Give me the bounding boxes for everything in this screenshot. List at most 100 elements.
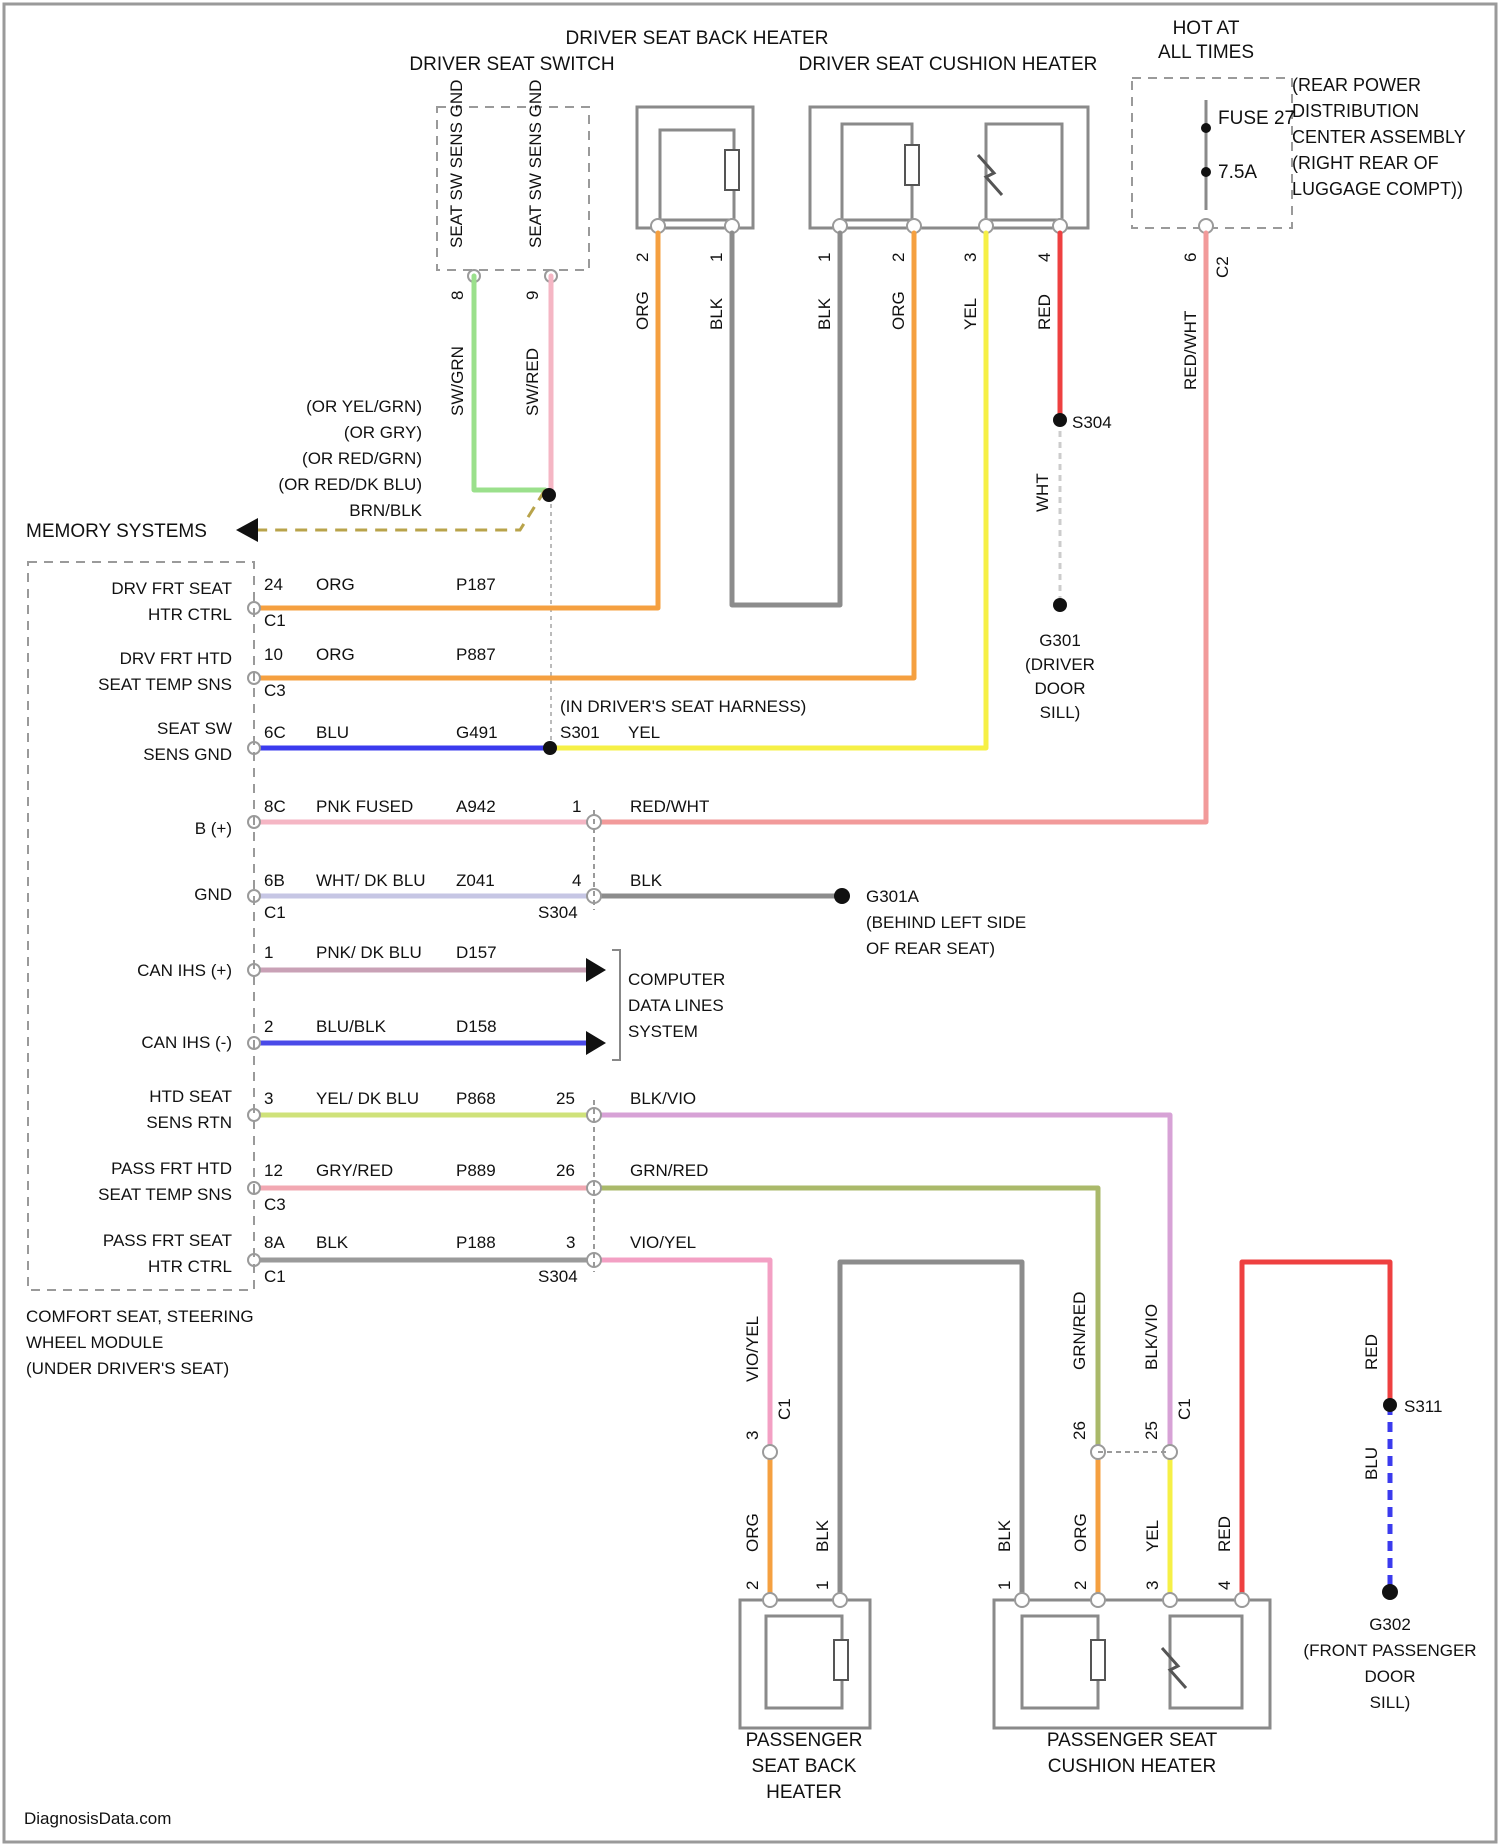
- memory-wire-labels: (OR YEL/GRN) (OR GRY) (OR RED/GRN) (OR R…: [278, 397, 422, 520]
- diagram-label: ORG: [316, 645, 355, 664]
- computer-data-lines-label: COMPUTER DATA LINES SYSTEM: [628, 970, 725, 1041]
- fuse-label: FUSE 27: [1218, 108, 1295, 129]
- diagram-label: (OR RED/DK BLU): [278, 475, 422, 494]
- diagram-label: 1: [813, 1581, 832, 1590]
- wire-drv-cush-yel: [552, 233, 986, 748]
- top-wire-labels: SW/GRN 8 SW/RED 9 ORG 2 BLK 1 BLK 1 ORG …: [448, 253, 1200, 416]
- row-connectors: [248, 602, 1177, 1459]
- hot-at-all-times-line2: ALL TIMES: [1158, 42, 1254, 63]
- hot-at-all-times-line1: HOT AT: [1173, 18, 1240, 39]
- diagram-label: G491: [456, 723, 498, 742]
- diagram-label: P887: [456, 645, 496, 664]
- diagram-label: SEAT BACK: [752, 1756, 857, 1777]
- diagram-label: SYSTEM: [628, 1022, 698, 1041]
- diagram-label: GRN/RED: [630, 1161, 708, 1180]
- g301-wire-label: WHT: [1033, 473, 1052, 512]
- diagram-label: 25: [1142, 1421, 1161, 1440]
- diagram-label: SW/GRN: [448, 346, 467, 416]
- diagram-label: 1: [815, 253, 834, 262]
- diagram-label: DOOR: [1365, 1667, 1416, 1686]
- ground-g301: [1053, 598, 1067, 612]
- diagram-label: DRV FRT HTD: [120, 649, 232, 668]
- switch-pin-label-1: SEAT SW SENS GND: [447, 80, 466, 248]
- diagram-label: (OR RED/GRN): [302, 449, 422, 468]
- diagram-label: 2: [264, 1017, 273, 1036]
- diagram-label: DATA LINES: [628, 996, 724, 1015]
- splice-s304: [1053, 413, 1067, 427]
- diagram-label: 3: [961, 253, 980, 262]
- diagram-label: ORG: [316, 575, 355, 594]
- diagram-label: 4: [572, 871, 581, 890]
- rear-power-distribution-center: HOT AT ALL TIMES FUSE 27 7.5A C2 (REAR P…: [1132, 18, 1482, 292]
- diagram-label: 1: [264, 943, 273, 962]
- s304-label: S304: [1072, 413, 1112, 432]
- wire-pass-red: [1242, 1262, 1390, 1600]
- diagram-label: COMFORT SEAT, STEERING: [26, 1307, 254, 1326]
- diagram-label: 10: [264, 645, 283, 664]
- diagram-label: G301A: [866, 887, 920, 906]
- can-minus-arrow-icon: [586, 1031, 606, 1055]
- diagram-label: BLU: [1362, 1447, 1381, 1480]
- diagram-label: ORG: [889, 291, 908, 330]
- diagram-label: P187: [456, 575, 496, 594]
- diagram-label: (UNDER DRIVER'S SEAT): [26, 1359, 229, 1378]
- diagram-label: 6C: [264, 723, 286, 742]
- diagram-label: ORG: [743, 1513, 762, 1552]
- diagram-label: SENS GND: [143, 745, 232, 764]
- diagram-label: 26: [1070, 1421, 1089, 1440]
- module-outline: [28, 562, 254, 1290]
- diagram-label: 2: [743, 1581, 762, 1590]
- passenger-seat-cushion-heater: PASSENGER SEAT CUSHION HEATER: [994, 1593, 1270, 1777]
- diagram-label: P188: [456, 1233, 496, 1252]
- diagram-label: BLK/VIO: [1142, 1304, 1161, 1370]
- diagram-label: BLK: [630, 871, 663, 890]
- driver-back-heater-title: DRIVER SEAT BACK HEATER: [566, 28, 829, 49]
- module-rows: DRV FRT SEAT HTR CTRL 24 ORG P187 C1 DRV…: [98, 575, 709, 1286]
- diagram-label: 8C: [264, 797, 286, 816]
- diagram-label: 1: [707, 253, 726, 262]
- module-title: COMFORT SEAT, STEERING WHEEL MODULE (UND…: [26, 1307, 254, 1378]
- diagram-label: (OR YEL/GRN): [306, 397, 422, 416]
- diagram-label: PASS FRT SEAT: [103, 1231, 232, 1250]
- rear-pdc-label: (REAR POWER DISTRIBUTION CENTER ASSEMBLY…: [1292, 72, 1482, 202]
- driver-seat-cushion-heater: DRIVER SEAT CUSHION HEATER: [799, 54, 1098, 233]
- diagram-label: C1: [1175, 1398, 1194, 1420]
- diagram-label: RED/WHT: [1181, 311, 1200, 390]
- diagram-label: 2: [1071, 1581, 1090, 1590]
- diagram-label: SEAT SW: [157, 719, 232, 738]
- fuse-contact-bottom: [1201, 167, 1211, 177]
- s301-wire-label: YEL: [628, 723, 660, 742]
- ground-g302: [1382, 1584, 1398, 1600]
- harness-note: (IN DRIVER'S SEAT HARNESS): [560, 697, 806, 716]
- diagram-label: BLK: [707, 297, 726, 330]
- diagram-label: CUSHION HEATER: [1048, 1756, 1217, 1777]
- diagram-label: (BEHIND LEFT SIDE: [866, 913, 1026, 932]
- diagram-label: P889: [456, 1161, 496, 1180]
- diagram-label: RED: [1215, 1516, 1234, 1552]
- diagram-label: 8A: [264, 1233, 285, 1252]
- watermark: DiagnosisData.com: [24, 1809, 171, 1828]
- fuse-contact-top: [1201, 123, 1211, 133]
- diagram-label: 24: [264, 575, 283, 594]
- diagram-label: 3: [566, 1233, 575, 1252]
- diagram-label: RED: [1362, 1334, 1381, 1370]
- diagram-label: ORG: [633, 291, 652, 330]
- diagram-label: PASSENGER: [746, 1730, 863, 1751]
- diagram-label: BRN/BLK: [349, 501, 422, 520]
- diagram-label: SEAT TEMP SNS: [98, 1185, 232, 1204]
- diagram-label: 6B: [264, 871, 285, 890]
- fuse-conn-c2: C2: [1213, 256, 1232, 278]
- diagram-label: DOOR: [1035, 679, 1086, 698]
- diagram-label: 2: [633, 253, 652, 262]
- diagram-label: (OR GRY): [344, 423, 422, 442]
- diagram-label: D157: [456, 943, 497, 962]
- diagram-label: PNK FUSED: [316, 797, 413, 816]
- diagram-label: HTR CTRL: [148, 605, 232, 624]
- diagram-label: C3: [264, 1195, 286, 1214]
- diagram-label: 4: [1035, 253, 1054, 262]
- diagram-label: C1: [264, 1267, 286, 1286]
- diagram-label: COMPUTER: [628, 970, 725, 989]
- diagram-label: 1: [572, 797, 581, 816]
- can-plus-arrow-icon: [586, 958, 606, 982]
- driver-cushion-heater-title: DRIVER SEAT CUSHION HEATER: [799, 54, 1098, 75]
